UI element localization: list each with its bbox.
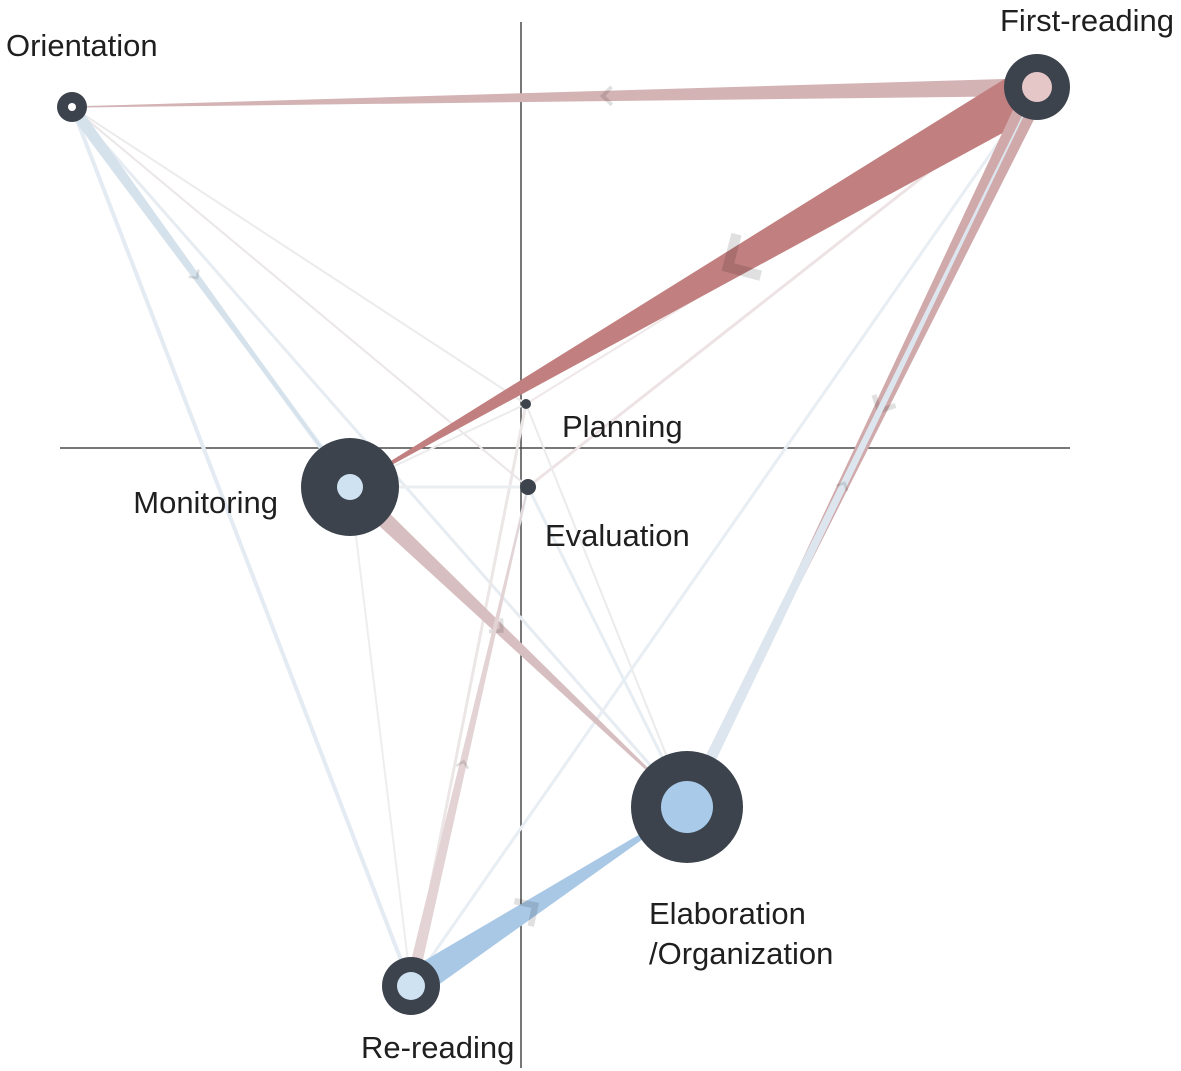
quadrant-axes [60,22,1070,1068]
thin-edge-planning-to-elaboration-organization [525,403,688,808]
thin-edge-re-reading-to-first-reading [410,86,1038,987]
node-core [661,781,713,833]
edge-direction-chevron [188,269,200,280]
node-re-reading [382,957,440,1015]
edge-re-reading-to-evaluation [405,486,529,988]
node-ring [521,399,531,409]
node-label-line: Planning [562,409,683,444]
node-label-planning: Planning [562,409,683,444]
edge-re-reading-to-elaboration-organization [402,806,688,999]
edge-direction-chevron [836,481,849,492]
node-evaluation [520,479,536,495]
weighted-edges-layer [67,66,1050,999]
node-core [68,103,76,111]
node-orientation [57,92,87,122]
node-elaboration-organization [631,751,743,863]
edge-direction-chevron [721,232,762,281]
thin-edge-orientation-to-planning [71,106,527,405]
nodes-layer [57,54,1070,1015]
edge-direction-chevron [513,897,540,927]
node-label-re-reading: Re-reading [361,1030,514,1065]
thin-edge-orientation-to-evaluation [71,106,529,488]
node-label-orientation: Orientation [6,28,158,63]
node-monitoring [301,438,399,536]
thin-edge-monitoring-to-re-reading [349,486,412,987]
node-label-line: /Organization [649,936,833,971]
node-label-evaluation: Evaluation [545,518,690,553]
node-label-line: Re-reading [361,1030,514,1065]
labels-layer: Orientation First-readingPlanningMonitori… [6,3,1174,1065]
thin-edge-evaluation-to-elaboration-organization [526,485,689,809]
node-core [397,972,425,1000]
node-label-monitoring: Monitoring [133,485,278,520]
node-label-line: Orientation [6,28,158,63]
node-core [1022,72,1052,102]
edge-first-reading-to-orientation [71,78,1038,108]
node-core [337,474,363,500]
edge-direction-chevron [599,85,614,107]
node-label-line: First-reading [1000,3,1174,38]
edge-monitoring-to-elaboration-organization [343,480,688,808]
node-label-elaboration-organization: Elaboration/Organization [649,896,833,971]
thin-edge-orientation-to-re-reading [70,105,413,988]
edge-direction-chevron [455,759,470,770]
node-planning [521,399,531,409]
node-ring [520,479,536,495]
node-label-line: Evaluation [545,518,690,553]
node-label-first-reading: First-reading [1000,3,1174,38]
node-label-line: Elaboration [649,896,806,931]
edge-first-reading-to-monitoring [349,66,1050,488]
node-label-line: Monitoring [133,485,278,520]
edge-orientation-to-monitoring [67,103,351,488]
edge-elaboration-organization-to-first-reading [681,86,1038,810]
node-first-reading [1004,54,1070,120]
